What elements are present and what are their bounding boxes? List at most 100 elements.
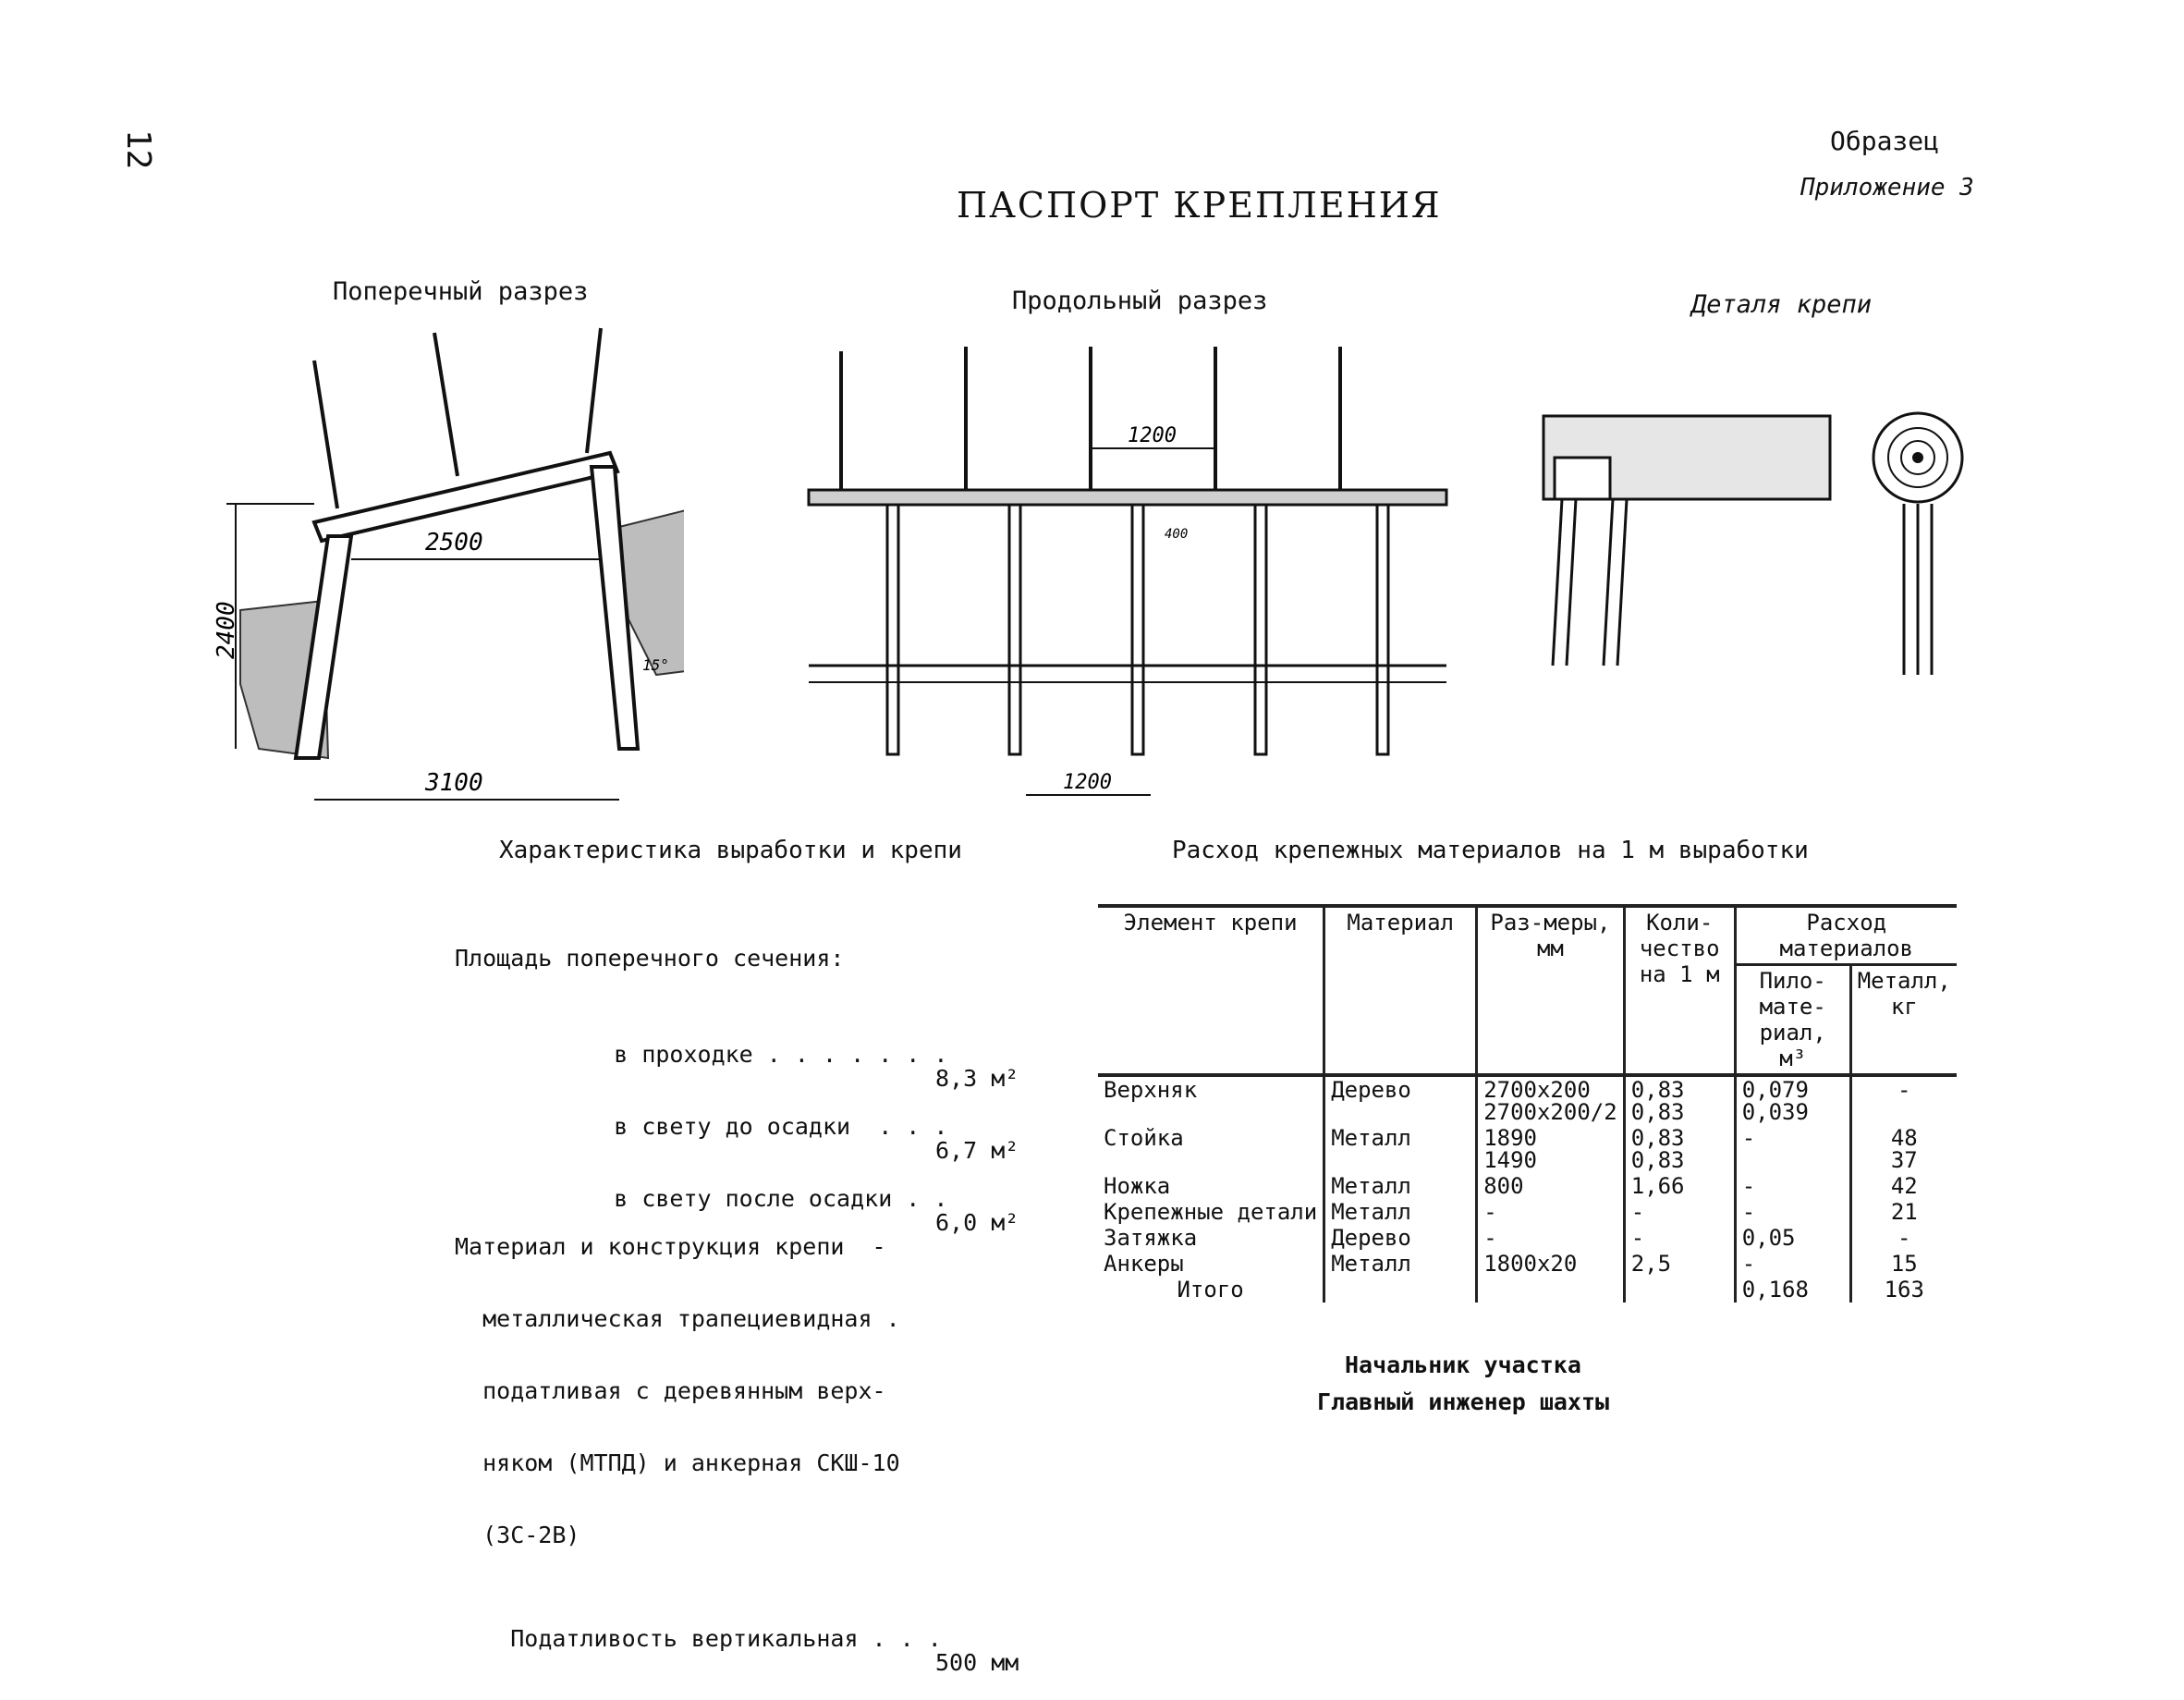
th-size: Раз-меры, мм (1475, 904, 1625, 1077)
post-1 (885, 503, 900, 756)
area-row-value: 6,0 м² (935, 1209, 1019, 1236)
area-row-value: 6,7 м² (935, 1137, 1019, 1164)
table-row: Стойка Металл 1890 1490 0,83 0,83 - 48 3… (1098, 1125, 1957, 1173)
long-section-drawing: 1200 400 1200 (807, 347, 1448, 796)
area-row-2: в свету до осадки . . . 6,7 м² (455, 1091, 1019, 1163)
material-line: (ЗС-2В) (455, 1522, 580, 1548)
signature-engineer: Главный инженер шахты (1317, 1388, 1610, 1415)
signature-chief: Начальник участка (1345, 1351, 1581, 1378)
top-beam (807, 488, 1448, 507)
cell-qty: 0,83 0,83 (1622, 1075, 1736, 1125)
post-5 (1375, 503, 1390, 756)
cell-element: Итого (1177, 1277, 1244, 1303)
th-lumber: Пило-мате-риал, м³ (1733, 963, 1851, 1077)
area-row-label: в проходке . . . . . . . (614, 1041, 948, 1068)
detail-drawing (1542, 411, 1964, 675)
dim-2400: 2400 (213, 601, 240, 659)
detail-leg-3 (1602, 498, 1615, 667)
detail-leg-2 (1565, 498, 1578, 667)
detail-clamp (1553, 456, 1612, 501)
table-row: Анкеры Металл 1800х20 2,5 - 15 (1098, 1251, 1957, 1277)
materials-table: Элемент крепи Материал Раз-меры, мм Коли… (1098, 904, 1957, 1303)
materials-title: Расход крепежных материалов на 1 м выраб… (1172, 837, 1809, 864)
post-2 (1007, 503, 1022, 756)
cell-size: - (1475, 1199, 1625, 1225)
cell-material (1323, 1277, 1477, 1303)
table-row: Ножка Металл 800 1,66 - 42 (1098, 1173, 1957, 1199)
th-metal: Металл, кг (1848, 963, 1957, 1077)
cell-material: Дерево (1323, 1075, 1477, 1125)
cell-qty: - (1622, 1199, 1736, 1225)
area-label: Площадь поперечного сечения: (455, 945, 845, 972)
page-number: 12 (119, 129, 157, 170)
cell-qty: 0,83 0,83 (1622, 1125, 1736, 1173)
cell-lumber: - (1733, 1173, 1851, 1199)
cell-size: - (1475, 1225, 1625, 1251)
cell-element: Затяжка (1104, 1225, 1198, 1251)
cell-qty: 1,66 (1622, 1173, 1736, 1199)
th-qty: Коли-чество на 1 м (1622, 904, 1736, 1077)
compliance-value: 500 мм (935, 1649, 1019, 1676)
cell-qty: - (1622, 1225, 1736, 1251)
table-row-total: Итого 0,168 163 (1098, 1277, 1957, 1303)
cell-material: Металл (1323, 1199, 1477, 1225)
cell-lumber: - (1733, 1251, 1851, 1277)
cell-element: Ножка (1104, 1173, 1171, 1199)
cell-material: Металл (1323, 1251, 1477, 1277)
table-row: Затяжка Дерево - - 0,05 - (1098, 1225, 1957, 1251)
right-leg (589, 465, 641, 751)
cell-qty (1622, 1277, 1736, 1303)
area-row-3: в свету после осадки . . 6,0 м² (455, 1163, 1019, 1235)
cell-size: 1890 1490 (1475, 1125, 1625, 1173)
th-material: Материал (1323, 904, 1477, 1077)
anchor-middle (433, 332, 459, 477)
sample-label: Образец (1830, 126, 1940, 156)
cell-element: Верхняк (1104, 1077, 1198, 1103)
detail-core (1912, 452, 1923, 463)
compliance-row: Податливость вертикальная . . . 500 мм (455, 1603, 1019, 1675)
table-row: Крепежные детали Металл - - - 21 (1098, 1199, 1957, 1225)
anchor-right (585, 327, 603, 454)
compliance-label: Податливость вертикальная . . . (510, 1625, 942, 1652)
th-element: Элемент крепи (1098, 904, 1324, 1077)
cell-lumber: - (1733, 1199, 1851, 1225)
cell-size: 2700х200 2700х200/2 (1475, 1075, 1625, 1125)
material-line: няком (МТПД) и анкерная СКШ-10 (455, 1449, 900, 1476)
cell-metal: 15 (1848, 1251, 1957, 1277)
cell-metal: - (1848, 1225, 1957, 1251)
cell-material: Металл (1323, 1125, 1477, 1173)
dim-top: 1200 (1128, 424, 1177, 447)
cell-lumber: 0,168 (1733, 1277, 1851, 1303)
cap-beam (311, 450, 620, 544)
dim-small: 400 (1165, 527, 1188, 542)
cell-element: Крепежные детали (1104, 1199, 1318, 1225)
material-line: Материал и конструкция крепи - (455, 1233, 886, 1260)
detail-ring-2 (1900, 440, 1935, 475)
characteristics-title: Характеристика выработки и крепи (499, 837, 962, 864)
detail-ring-1 (1887, 427, 1948, 488)
cell-element: Анкеры (1104, 1251, 1184, 1277)
post-4 (1253, 503, 1268, 756)
characteristics-block: Площадь поперечного сечения: в проходке … (455, 899, 1019, 1675)
cross-section-caption: Поперечный разрез (333, 277, 589, 306)
cell-metal: 21 (1848, 1199, 1957, 1225)
appendix-label: Приложение 3 (1800, 174, 1974, 202)
area-row-1: в проходке . . . . . . . 8,3 м² (455, 1019, 1019, 1091)
cell-metal: - (1848, 1075, 1957, 1125)
detail-caption: Деталя крепи (1691, 290, 1873, 319)
cell-lumber: 0,05 (1733, 1225, 1851, 1251)
dim-3100: 3100 (424, 769, 483, 797)
detail-leg-1 (1551, 498, 1564, 667)
dim-2500: 2500 (425, 529, 483, 556)
cross-section-drawing: 2500 2400 3100 15° (213, 327, 684, 801)
cell-qty: 2,5 (1622, 1251, 1736, 1277)
cell-size: 1800х20 (1475, 1251, 1625, 1277)
long-section-caption: Продольный разрез (1012, 287, 1268, 315)
cell-material: Дерево (1323, 1225, 1477, 1251)
post-3 (1130, 503, 1145, 756)
material-line: металлическая трапециевидная . (455, 1305, 900, 1332)
area-row-label: в свету после осадки . . (614, 1185, 948, 1212)
dim-bottom: 1200 (1063, 771, 1112, 794)
cell-metal: 48 37 (1848, 1125, 1957, 1173)
page-title: ПАСПОРТ КРЕПЛЕНИЯ (957, 185, 1442, 226)
